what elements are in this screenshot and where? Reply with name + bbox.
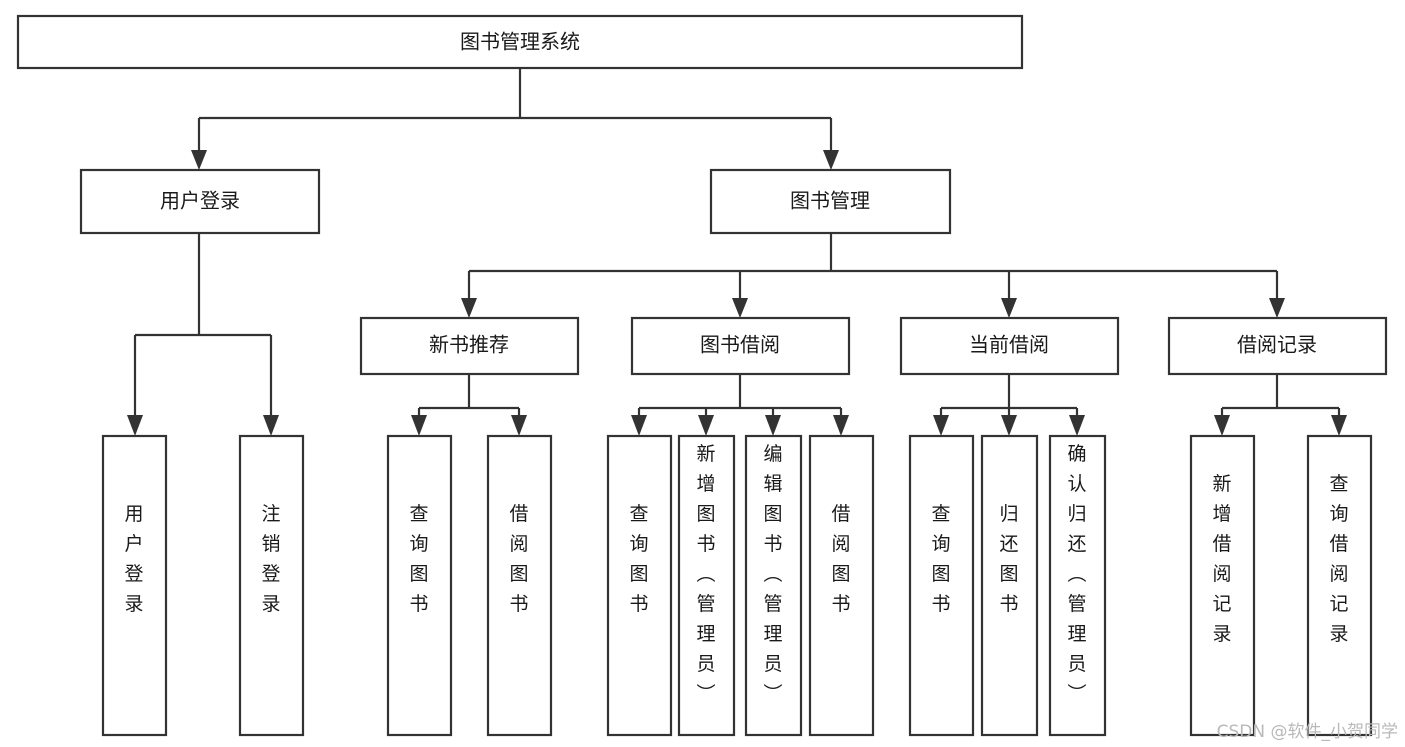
node-new-book-rec-box[interactable] xyxy=(359,316,580,376)
arrow-head-icon xyxy=(411,415,427,436)
node-leaf-13-label: 查询借阅记录 xyxy=(1329,473,1348,645)
node-leaf-8-label: 借阅图书 xyxy=(831,503,850,615)
arrow-head-icon xyxy=(833,415,849,436)
node-leaf-12[interactable]: 新增借阅记录 xyxy=(1189,434,1256,737)
node-leaf-8[interactable]: 借阅图书 xyxy=(808,434,875,737)
node-leaf-9-label: 查询图书 xyxy=(931,503,950,615)
node-root-label: 图书管理系统 xyxy=(460,30,580,54)
node-book-manage[interactable]: 图书管理 xyxy=(709,168,952,235)
connector-group-new-book-rec xyxy=(411,374,527,436)
node-leaf-6-label: 新增图书︵管理员︶ xyxy=(696,443,715,705)
node-leaf-12-box[interactable] xyxy=(1189,434,1256,737)
node-borrow-record[interactable]: 借阅记录 xyxy=(1167,316,1388,376)
node-borrow-record-box[interactable] xyxy=(1167,316,1388,376)
node-book-borrow-label: 图书借阅 xyxy=(700,333,780,357)
arrow-head-icon xyxy=(732,298,748,318)
connector-group-current-borrow xyxy=(933,374,1085,436)
node-new-book-rec-label: 新书推荐 xyxy=(429,333,509,357)
node-leaf-4[interactable]: 借阅图书 xyxy=(486,434,553,737)
arrow-head-icon xyxy=(127,415,143,436)
node-leaf-10-label: 归还图书 xyxy=(999,503,1018,615)
node-leaf-1[interactable]: 用户登录 xyxy=(101,434,168,737)
node-leaf-8-box[interactable] xyxy=(808,434,875,737)
node-leaf-3[interactable]: 查询图书 xyxy=(386,434,453,737)
node-leaf-11[interactable]: 确认归还︵管理员︶ xyxy=(1048,434,1107,737)
node-leaf-5-box[interactable] xyxy=(606,434,673,737)
arrow-head-icon xyxy=(461,298,477,318)
node-leaf-6[interactable]: 新增图书︵管理员︶ xyxy=(677,434,736,737)
node-leaf-6-box[interactable] xyxy=(677,434,736,737)
node-leaf-13[interactable]: 查询借阅记录 xyxy=(1306,434,1373,737)
node-borrow-record-label: 借阅记录 xyxy=(1237,333,1317,357)
node-leaf-2[interactable]: 注销登录 xyxy=(238,434,305,737)
node-leaf-5-label: 查询图书 xyxy=(629,503,648,615)
node-current-borrow[interactable]: 当前借阅 xyxy=(899,316,1120,376)
node-leaf-13-box[interactable] xyxy=(1306,434,1373,737)
node-leaf-4-label: 借阅图书 xyxy=(509,503,528,615)
node-book-borrow-box[interactable] xyxy=(630,316,851,376)
arrow-head-icon xyxy=(1001,415,1017,436)
node-leaf-7-label: 编辑图书︵管理员︶ xyxy=(763,443,782,705)
arrow-head-icon xyxy=(1001,298,1017,318)
connector-group-borrow-record xyxy=(1214,374,1347,436)
node-leaf-12-label: 新增借阅记录 xyxy=(1212,473,1231,645)
node-user-login-box[interactable] xyxy=(79,168,321,235)
node-current-borrow-label: 当前借阅 xyxy=(969,333,1049,357)
arrow-head-icon xyxy=(631,415,647,436)
arrow-head-icon xyxy=(823,150,839,170)
node-book-manage-box[interactable] xyxy=(709,168,952,235)
node-user-login[interactable]: 用户登录 xyxy=(79,168,321,235)
node-leaf-3-box[interactable] xyxy=(386,434,453,737)
arrow-head-icon xyxy=(1069,415,1085,436)
connector-group-book-borrow xyxy=(631,374,849,436)
node-current-borrow-box[interactable] xyxy=(899,316,1120,376)
arrow-head-icon xyxy=(1269,298,1285,318)
node-root-box[interactable] xyxy=(16,14,1024,70)
connector-group-user-login xyxy=(127,233,279,436)
node-leaf-10[interactable]: 归还图书 xyxy=(980,434,1039,737)
node-root[interactable]: 图书管理系统 xyxy=(16,14,1024,70)
node-book-borrow[interactable]: 图书借阅 xyxy=(630,316,851,376)
watermark-label: CSDN @软件_小贺同学 xyxy=(1217,722,1398,742)
node-leaf-1-label: 用户登录 xyxy=(124,503,143,615)
connector-group-root xyxy=(191,68,839,170)
node-new-book-rec[interactable]: 新书推荐 xyxy=(359,316,580,376)
node-leaf-2-box[interactable] xyxy=(238,434,305,737)
arrow-head-icon xyxy=(511,415,527,436)
node-leaf-9-box[interactable] xyxy=(908,434,975,737)
node-leaf-5[interactable]: 查询图书 xyxy=(606,434,673,737)
arrow-head-icon xyxy=(191,150,207,170)
node-leaf-7-box[interactable] xyxy=(744,434,803,737)
arrow-head-icon xyxy=(1214,415,1230,436)
node-leaf-3-label: 查询图书 xyxy=(409,503,428,615)
node-leaf-4-box[interactable] xyxy=(486,434,553,737)
node-leaf-11-box[interactable] xyxy=(1048,434,1107,737)
connector-group-book-manage xyxy=(461,233,1285,318)
node-leaf-9[interactable]: 查询图书 xyxy=(908,434,975,737)
node-book-manage-label: 图书管理 xyxy=(790,189,870,213)
arrow-head-icon xyxy=(698,415,714,436)
arrow-head-icon xyxy=(765,415,781,436)
arrow-head-icon xyxy=(933,415,949,436)
node-leaf-10-box[interactable] xyxy=(980,434,1039,737)
node-leaf-1-box[interactable] xyxy=(101,434,168,737)
arrow-head-icon xyxy=(1331,415,1347,436)
node-leaf-7[interactable]: 编辑图书︵管理员︶ xyxy=(744,434,803,737)
node-user-login-label: 用户登录 xyxy=(160,189,240,213)
arrow-head-icon xyxy=(263,415,279,436)
node-leaf-2-label: 注销登录 xyxy=(261,503,280,615)
node-leaf-11-label: 确认归还︵管理员︶ xyxy=(1067,443,1086,705)
